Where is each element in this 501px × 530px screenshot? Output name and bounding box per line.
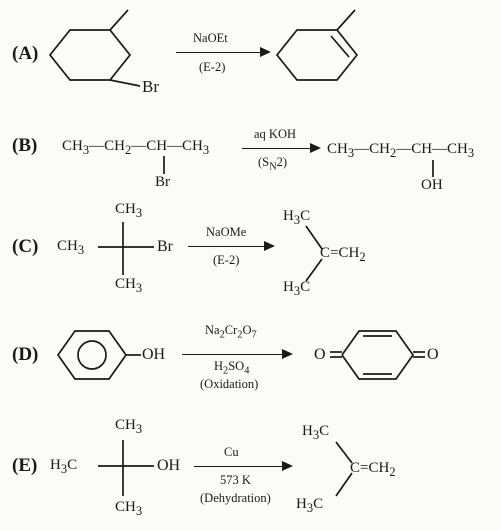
e-product-top-methyl: H3C xyxy=(302,423,330,442)
c-product-bottom-methyl: H3C xyxy=(283,279,311,298)
e-product-top-bond xyxy=(335,441,353,464)
a-bromo-bond xyxy=(109,79,141,87)
reaction-c-label: (C) xyxy=(12,236,39,257)
e-left-methyl: H3C xyxy=(50,457,78,476)
d-aromatic-circle xyxy=(77,340,107,370)
a-reactant-ring xyxy=(48,29,132,81)
c-product-top-methyl: H3C xyxy=(283,208,311,227)
d-right-oxygen: O xyxy=(427,346,439,363)
a-product-double-bond xyxy=(330,35,350,58)
e-condition: (Dehydration) xyxy=(200,491,271,505)
e-top-methyl: CH3 xyxy=(115,417,143,436)
c-product-top-bond xyxy=(305,225,323,250)
c-bottom-methyl: CH3 xyxy=(115,276,143,295)
e-catalyst: Cu xyxy=(224,445,239,459)
c-top-methyl: CH3 xyxy=(115,201,143,220)
reaction-e-label: (E) xyxy=(12,455,38,476)
d-reagent: Na2Cr2O7 xyxy=(205,323,257,341)
d-condition: (Oxidation) xyxy=(200,377,259,391)
reaction-d-label: (D) xyxy=(12,344,39,365)
d-reagent-2: H2SO4 xyxy=(214,359,250,377)
e-product-alkene: C=CH2 xyxy=(350,460,396,479)
b-product-formula: CH3—CH2—CH—CH3 xyxy=(327,141,475,160)
e-product-bottom-methyl: H3C xyxy=(296,496,324,515)
a-reaction-arrow xyxy=(176,47,271,57)
b-reagent: aq KOH xyxy=(254,127,297,141)
reaction-b-label: (B) xyxy=(12,135,38,156)
e-product-bottom-bond xyxy=(335,472,353,497)
d-benzene-ring xyxy=(56,330,128,380)
b-reactant-formula: CH3—CH2—CH—CH3 xyxy=(62,138,210,157)
a-product-ring xyxy=(275,29,359,81)
d-left-oxygen: O xyxy=(314,346,326,363)
reaction-a-label: (A) xyxy=(12,43,39,64)
a-methyl-bond xyxy=(109,9,129,31)
e-reaction-arrow xyxy=(194,461,293,471)
c-product-bottom-bond xyxy=(305,258,323,282)
d-reaction-arrow xyxy=(182,349,293,359)
c-left-methyl: CH3 xyxy=(57,238,85,257)
a-bromo-substituent: Br xyxy=(142,77,159,96)
b-product-substituent: OH xyxy=(421,177,443,193)
b-reactant-substituent: Br xyxy=(155,174,170,190)
c-bromo-group: Br xyxy=(157,238,173,255)
b-condition: (SN2) xyxy=(258,155,288,173)
a-reagent: NaOEt xyxy=(193,31,228,45)
a-product-methyl-bond xyxy=(336,9,356,31)
e-hydroxyl-group: OH xyxy=(157,457,181,474)
d-hydroxyl-group: OH xyxy=(142,346,166,363)
d-quinone-ring xyxy=(341,330,415,380)
c-product-alkene: C=CH2 xyxy=(320,245,366,264)
e-bottom-methyl: CH3 xyxy=(115,499,143,518)
c-condition: (E-2) xyxy=(213,253,240,267)
a-condition: (E-2) xyxy=(199,60,226,74)
c-reagent: NaOMe xyxy=(206,225,247,239)
e-temperature: 573 K xyxy=(220,473,251,487)
c-reaction-arrow xyxy=(188,241,275,251)
b-reaction-arrow xyxy=(242,143,321,153)
